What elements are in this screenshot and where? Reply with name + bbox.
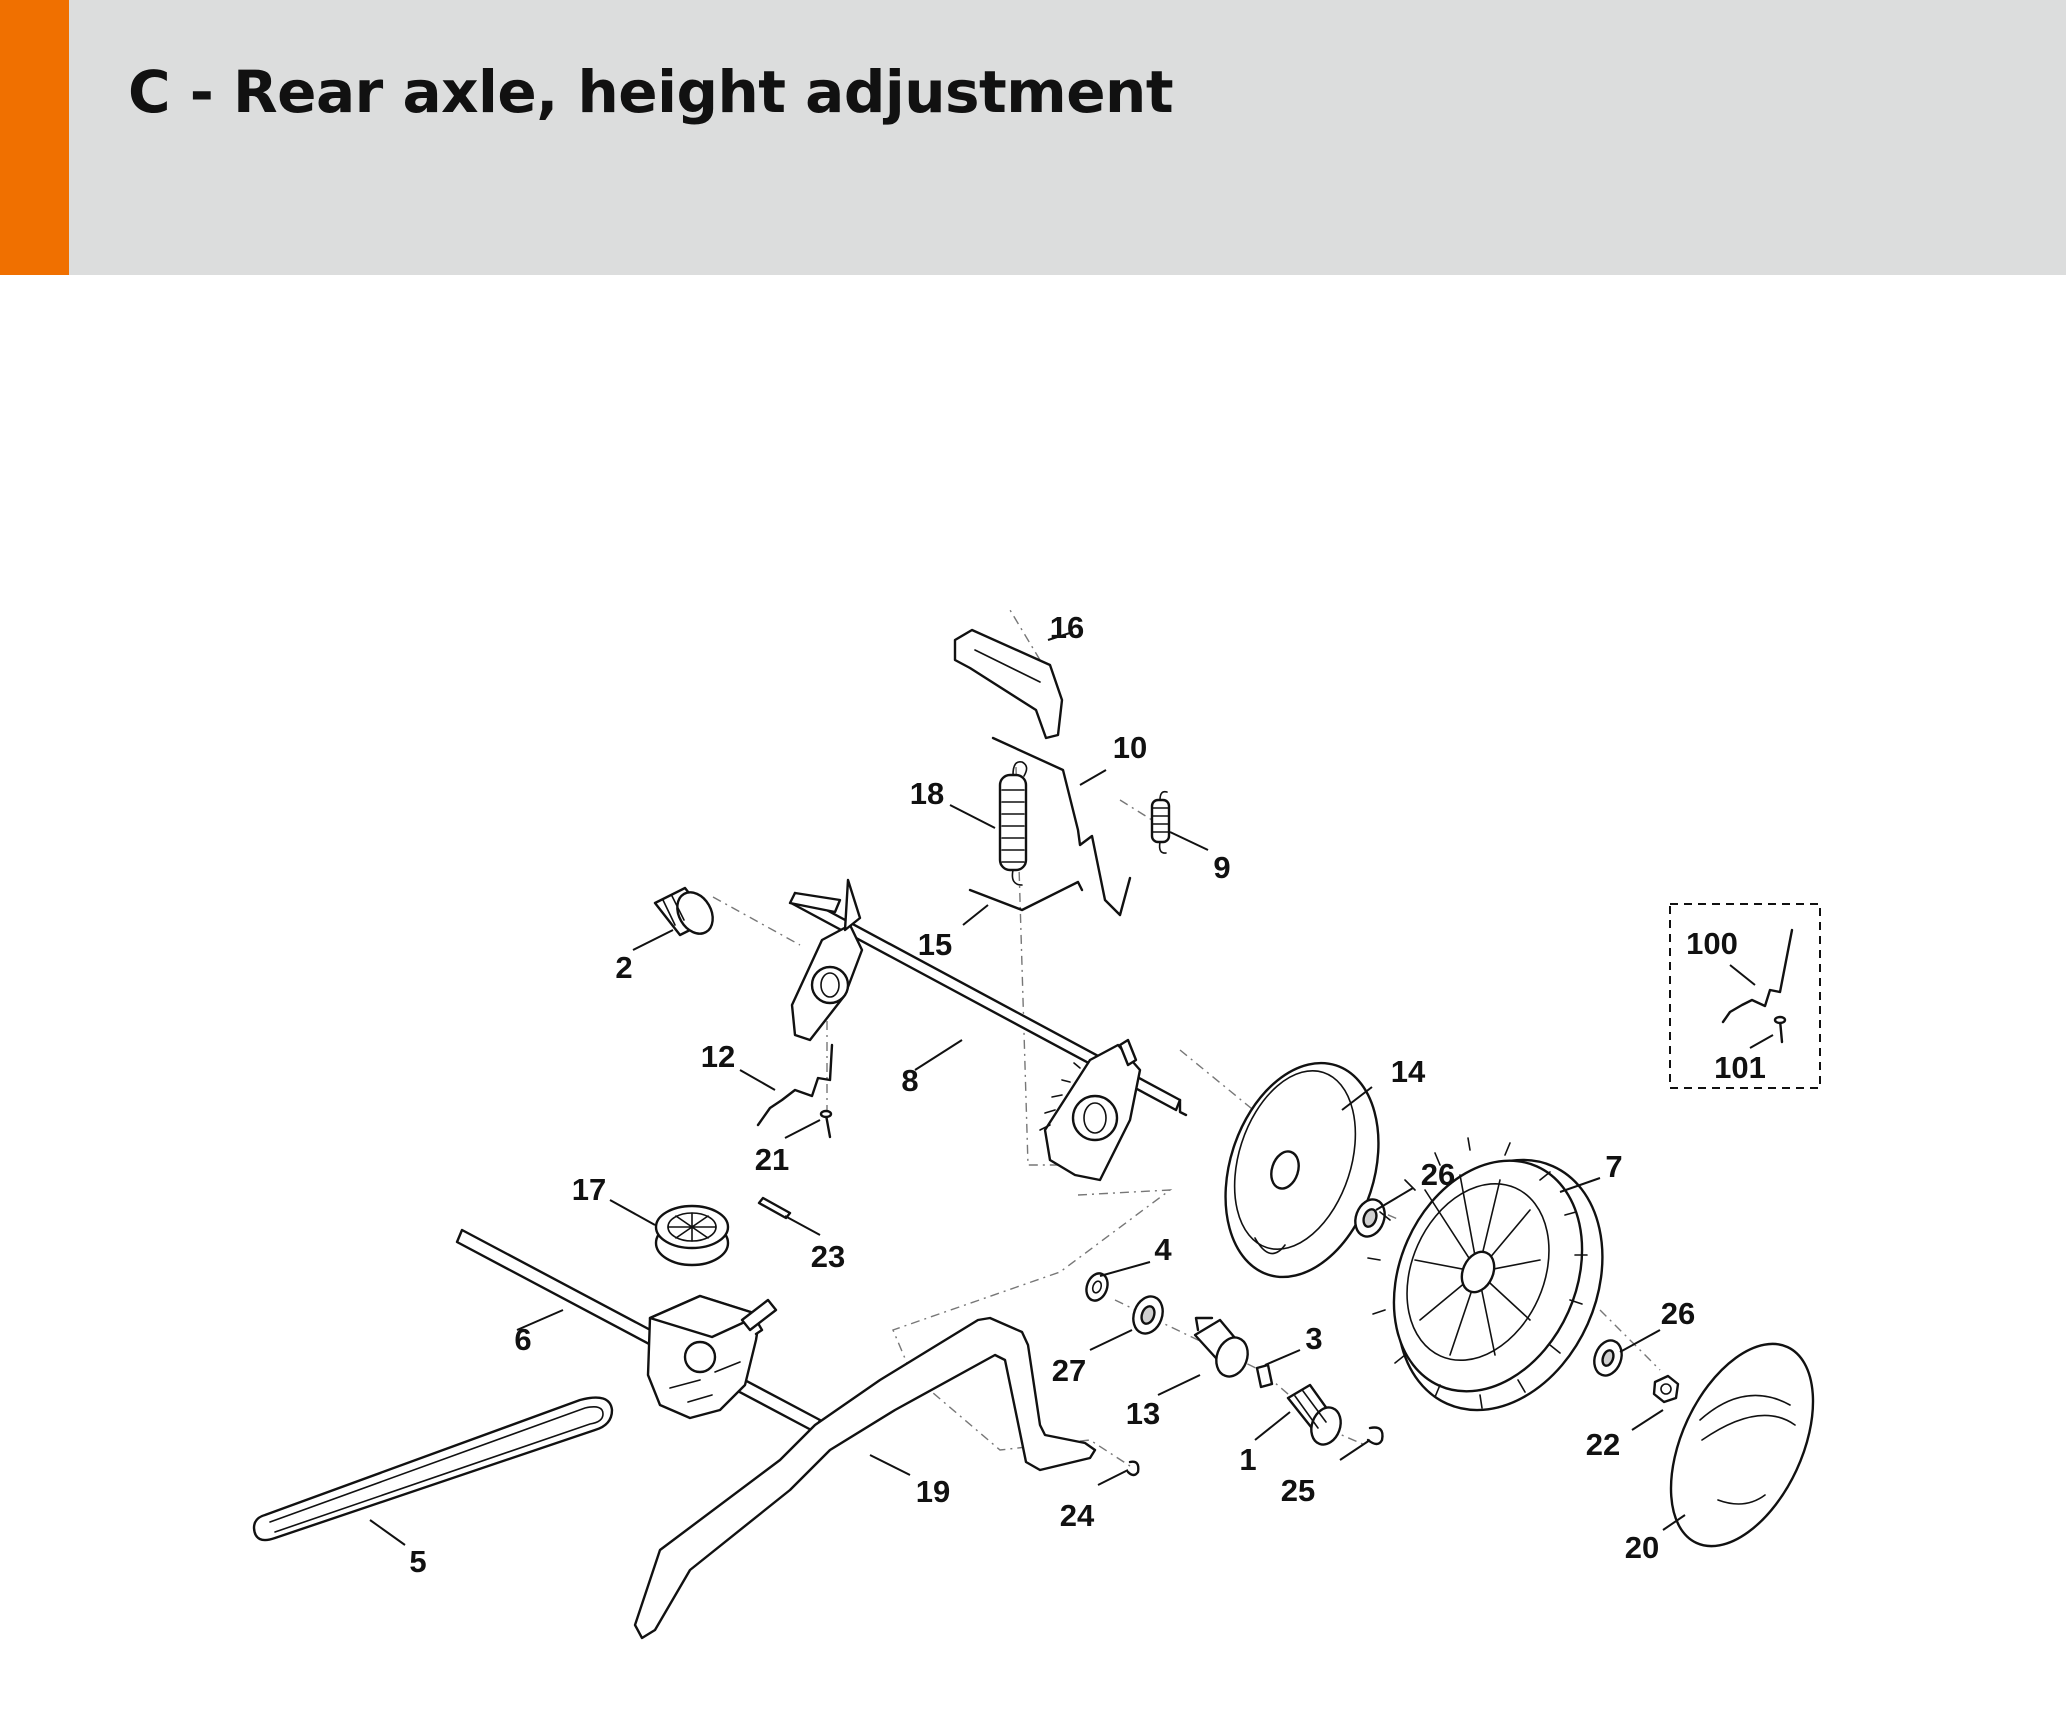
- callout-18: 18: [910, 776, 944, 811]
- callout-9: 9: [1213, 850, 1230, 885]
- callout-2: 2: [615, 950, 632, 985]
- callout-100: 100: [1686, 926, 1738, 961]
- part-9-small-spring: [1150, 790, 1171, 854]
- part-4-washer: [1085, 1272, 1109, 1302]
- part-27-bearing: [1132, 1295, 1164, 1335]
- part-24-clip: [1126, 1460, 1140, 1477]
- part-3-key: [1255, 1363, 1274, 1389]
- callout-22: 22: [1586, 1427, 1620, 1462]
- part-15-wire-link: [968, 880, 1084, 912]
- callout-10: 10: [1113, 730, 1147, 765]
- callout-12: 12: [701, 1039, 735, 1074]
- callout-21: 21: [755, 1142, 789, 1177]
- part-25-circlip: [1366, 1426, 1384, 1446]
- callout-labels: 16 10 18 9 15 2 100 101 12 8 14 21 26 7 …: [409, 610, 1765, 1579]
- callout-5: 5: [409, 1544, 426, 1579]
- callout-1: 1: [1239, 1442, 1256, 1477]
- part-12-wire-clip: [756, 1043, 834, 1127]
- callout-3: 3: [1305, 1321, 1322, 1356]
- header-bar: C - Rear axle, height adjustment: [0, 0, 2066, 275]
- callout-27: 27: [1052, 1353, 1086, 1388]
- inset-box-alternate-clip: [1669, 903, 1821, 1089]
- callout-24: 24: [1060, 1498, 1095, 1533]
- callout-16: 16: [1050, 610, 1084, 645]
- callout-23: 23: [811, 1239, 845, 1274]
- callout-7: 7: [1605, 1149, 1622, 1184]
- part-21-screw: [819, 1109, 833, 1139]
- page-title: C - Rear axle, height adjustment: [128, 58, 1174, 126]
- part-10-adjustment-rod: [991, 736, 1132, 917]
- part-26-bearing-lower: [1593, 1339, 1623, 1377]
- callout-4: 4: [1154, 1232, 1172, 1267]
- callout-14: 14: [1391, 1054, 1426, 1089]
- callout-101: 101: [1714, 1050, 1766, 1085]
- part-13-bushing: [1193, 1316, 1249, 1378]
- callout-20: 20: [1625, 1530, 1659, 1565]
- callout-6: 6: [514, 1322, 531, 1357]
- part-8-rear-axle: [788, 878, 1188, 1182]
- part-6-drive-shaft: [455, 1228, 822, 1434]
- callout-8: 8: [901, 1063, 918, 1098]
- callout-19: 19: [916, 1474, 950, 1509]
- part-14-wheel-disc: [1224, 1061, 1380, 1279]
- callout-17: 17: [572, 1172, 606, 1207]
- part-1-pinion-gear: [1286, 1383, 1342, 1446]
- part-2-drive-pinion: [653, 886, 714, 937]
- part-gearbox-housing: [646, 1294, 778, 1420]
- part-22-nut: [1652, 1374, 1680, 1404]
- leader-lines: [369, 631, 1774, 1546]
- part-5-drive-belt: [252, 1396, 614, 1542]
- part-19-height-lever: [633, 1316, 1097, 1640]
- callout-15: 15: [918, 927, 952, 962]
- accent-stripe: [0, 0, 69, 275]
- callout-26-lower: 26: [1661, 1296, 1695, 1331]
- callout-25: 25: [1281, 1473, 1315, 1508]
- part-23-pin: [757, 1196, 792, 1220]
- part-16-lever-bracket: [953, 628, 1064, 740]
- part-18-tension-spring: [998, 760, 1028, 886]
- part-20-wheel-cover: [1669, 1342, 1815, 1548]
- part-17-pulley: [654, 1204, 730, 1267]
- callout-26-upper: 26: [1421, 1157, 1455, 1192]
- part-7-rear-wheel: [1367, 1137, 1604, 1412]
- callout-13: 13: [1126, 1396, 1160, 1431]
